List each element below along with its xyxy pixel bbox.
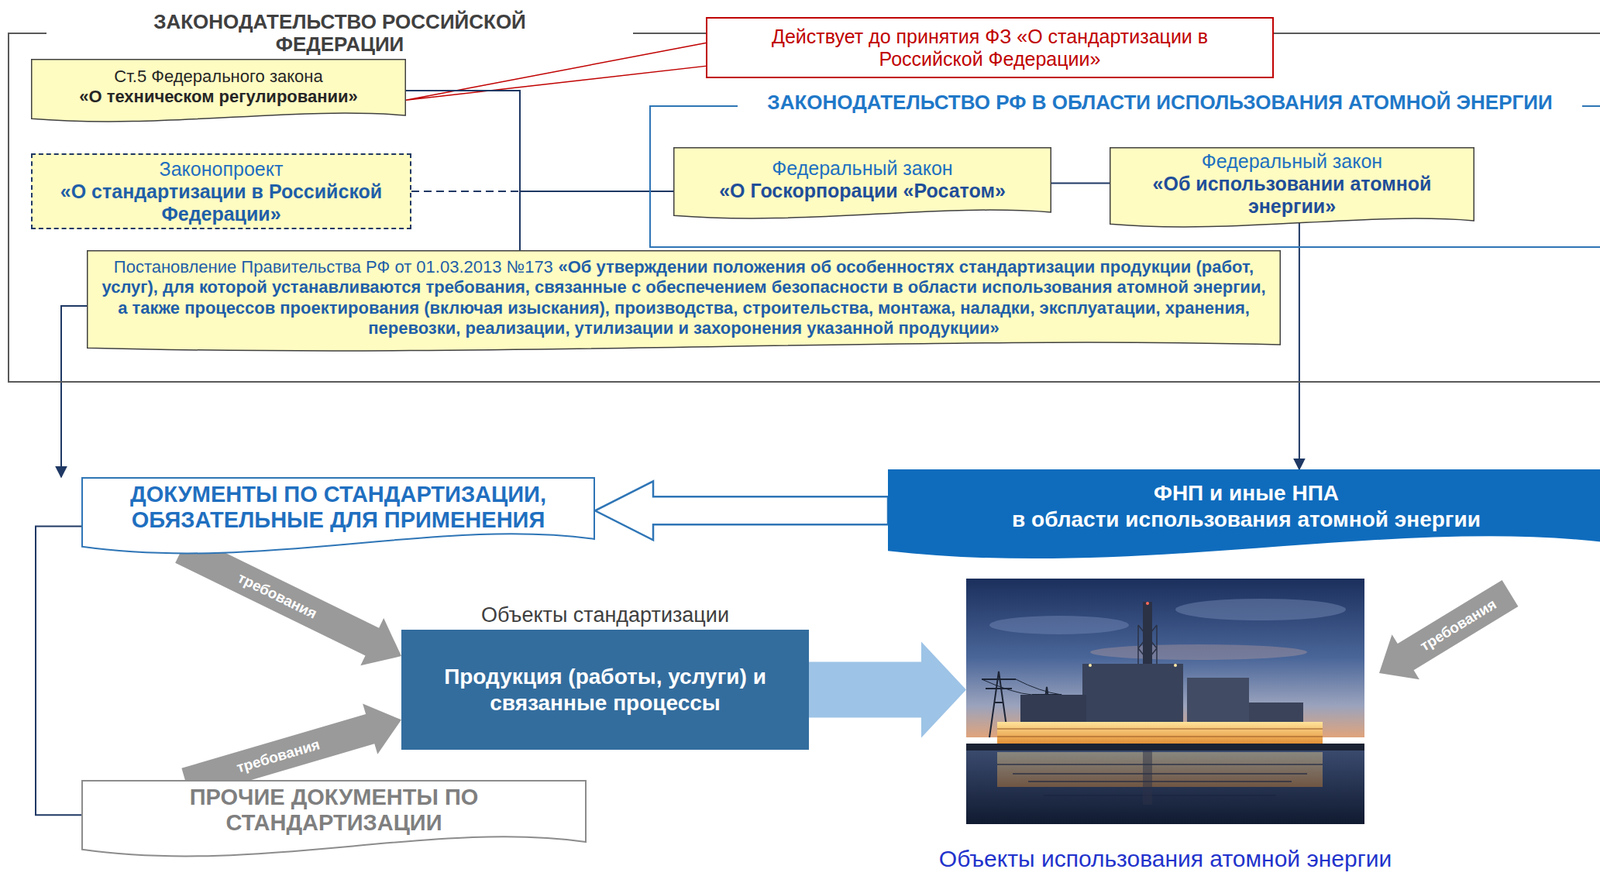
connector: [1051, 182, 1110, 184]
document-shape: ДОКУМЕНТЫ ПО СТАНДАРТИЗАЦИИ, ОБЯЗАТЕЛЬНЫ…: [81, 477, 596, 556]
document-outline-path: [1110, 147, 1475, 228]
connector-line: [411, 190, 520, 193]
connector-line: [35, 526, 82, 816]
connector: [175, 535, 402, 667]
connector-label: требования: [235, 570, 320, 622]
cloud: [1175, 598, 1346, 621]
connector-label: требования: [234, 736, 322, 775]
requirement-arrow: [1379, 580, 1518, 680]
connector: [35, 526, 82, 816]
resolution-box: Постановление Правительства РФ от 01.03.…: [86, 250, 1281, 352]
photo-caption: Объекты использования атомной энергии: [939, 846, 1392, 872]
law-box: Федеральный закон«О Госкорпорации «Росат…: [673, 147, 1052, 220]
document-shape: ПРОЧИЕ ДОКУМЕНТЫ ПО СТАНДАРТИЗАЦИИ: [81, 780, 587, 859]
paragraph: Постановление Правительства РФ от 01.03.…: [100, 257, 1267, 340]
document-outline-path: [82, 478, 595, 554]
ripples: [997, 764, 1323, 796]
regulation-banner: ФНП и иные НПАв области использования ат…: [887, 469, 1600, 561]
box-text: Федеральный закон: [771, 157, 953, 180]
box-text: ПРОЧИЕ ДОКУМЕНТЫ ПО СТАНДАРТИЗАЦИИ: [93, 784, 575, 837]
box-text: Федеральный закон: [1201, 150, 1383, 173]
frame-heading: ЗАКОНОДАТЕЛЬСТВО РФ В ОБЛАСТИ ИСПОЛЬЗОВА…: [753, 91, 1567, 114]
draft-law-box: Законопроект«О стандартизации в Российск…: [30, 153, 412, 230]
facade-windows: [997, 729, 1323, 737]
connector-line: [61, 306, 87, 478]
roof-light: [1088, 664, 1092, 668]
process-node: Объекты стандартизацииПродукция (работы,…: [401, 602, 809, 751]
box-text: «Об использовании атомной энергии»: [1120, 172, 1464, 218]
box-text: ФНП и иные НПА: [1153, 480, 1339, 507]
box-text: «О Госкорпорации «Росатом»: [719, 179, 1006, 203]
document-outline-path: [674, 147, 1052, 219]
box-text: Законопроект: [159, 158, 284, 181]
resolution-ref: Постановление Правительства РФ от 01.03.…: [113, 257, 554, 277]
legislation-frame: ЗАКОНОДАТЕЛЬСТВО РОССИЙСКОЙ ФЕДЕРАЦИИСт.…: [7, 32, 1600, 383]
connector: [411, 191, 520, 251]
connector: [1298, 221, 1300, 470]
npp-photo: [966, 578, 1365, 825]
connector-label: требования: [1417, 596, 1499, 654]
box-text: Продукция (работы, услуги) и связанные п…: [413, 664, 797, 716]
cloud: [989, 615, 1129, 635]
connector-line: [1298, 221, 1301, 470]
cloud: [1090, 644, 1308, 661]
connector: [595, 481, 888, 541]
document-outline-path: [31, 59, 407, 122]
lit-facade: [997, 722, 1323, 746]
box-text: «О стандартизации в Российской Федерации…: [41, 180, 401, 226]
atomic-law-frame: ЗАКОНОДАТЕЛЬСТВО РФ В ОБЛАСТИ ИСПОЛЬЗОВА…: [649, 105, 1600, 248]
connector: [808, 642, 967, 739]
frame-heading: ЗАКОНОДАТЕЛЬСТВО РОССИЙСКОЙ ФЕДЕРАЦИИ: [123, 10, 556, 56]
law-box: Федеральный закон«Об использовании атомн…: [1109, 147, 1475, 228]
document-outline-path: [82, 781, 586, 857]
connector-line: [1051, 182, 1110, 185]
product-box: Продукция (работы, услуги) и связанные п…: [401, 629, 809, 751]
roof-light: [1173, 664, 1177, 668]
connector: [406, 90, 520, 251]
caption-wrap: Объекты использования атомной энергии: [939, 846, 1392, 872]
box-text: «О техническом регулировании»: [79, 86, 358, 107]
document-outline-path: [87, 251, 1281, 351]
roof-light: [1145, 602, 1150, 606]
callout-text: Действует до принятия ФЗ «О стандартизац…: [721, 25, 1259, 71]
heading-patch: ЗАКОНОДАТЕЛЬСТВО РФ В ОБЛАСТИ ИСПОЛЬЗОВА…: [737, 91, 1583, 114]
box-text: ДОКУМЕНТЫ ПО СТАНДАРТИЗАЦИИ, ОБЯЗАТЕЛЬНЫ…: [93, 481, 583, 534]
ground: [966, 743, 1365, 751]
box-text: в области использования атомной энергии: [1011, 506, 1481, 534]
connector-line: [406, 90, 520, 251]
sky: [966, 578, 1365, 738]
group-heading: Объекты стандартизации: [401, 602, 809, 629]
block-arrow: [175, 535, 402, 667]
connector: [61, 306, 87, 478]
document-outline-path: [887, 469, 1600, 559]
law-box: Ст.5 Федерального закона«О техническом р…: [30, 58, 407, 123]
water: [966, 750, 1365, 825]
stack-reflection: [1142, 750, 1153, 806]
photo-node: Объекты использования атомной энергии: [966, 578, 1365, 825]
callout-note: Действует до принятия ФЗ «О стандартизац…: [705, 17, 1274, 79]
block-arrow: [595, 481, 888, 541]
heading-patch: ЗАКОНОДАТЕЛЬСТВО РОССИЙСКОЙ ФЕДЕРАЦИИ: [46, 10, 634, 56]
block-arrow: [808, 642, 967, 739]
box-text: Ст.5 Федерального закона: [113, 66, 323, 87]
